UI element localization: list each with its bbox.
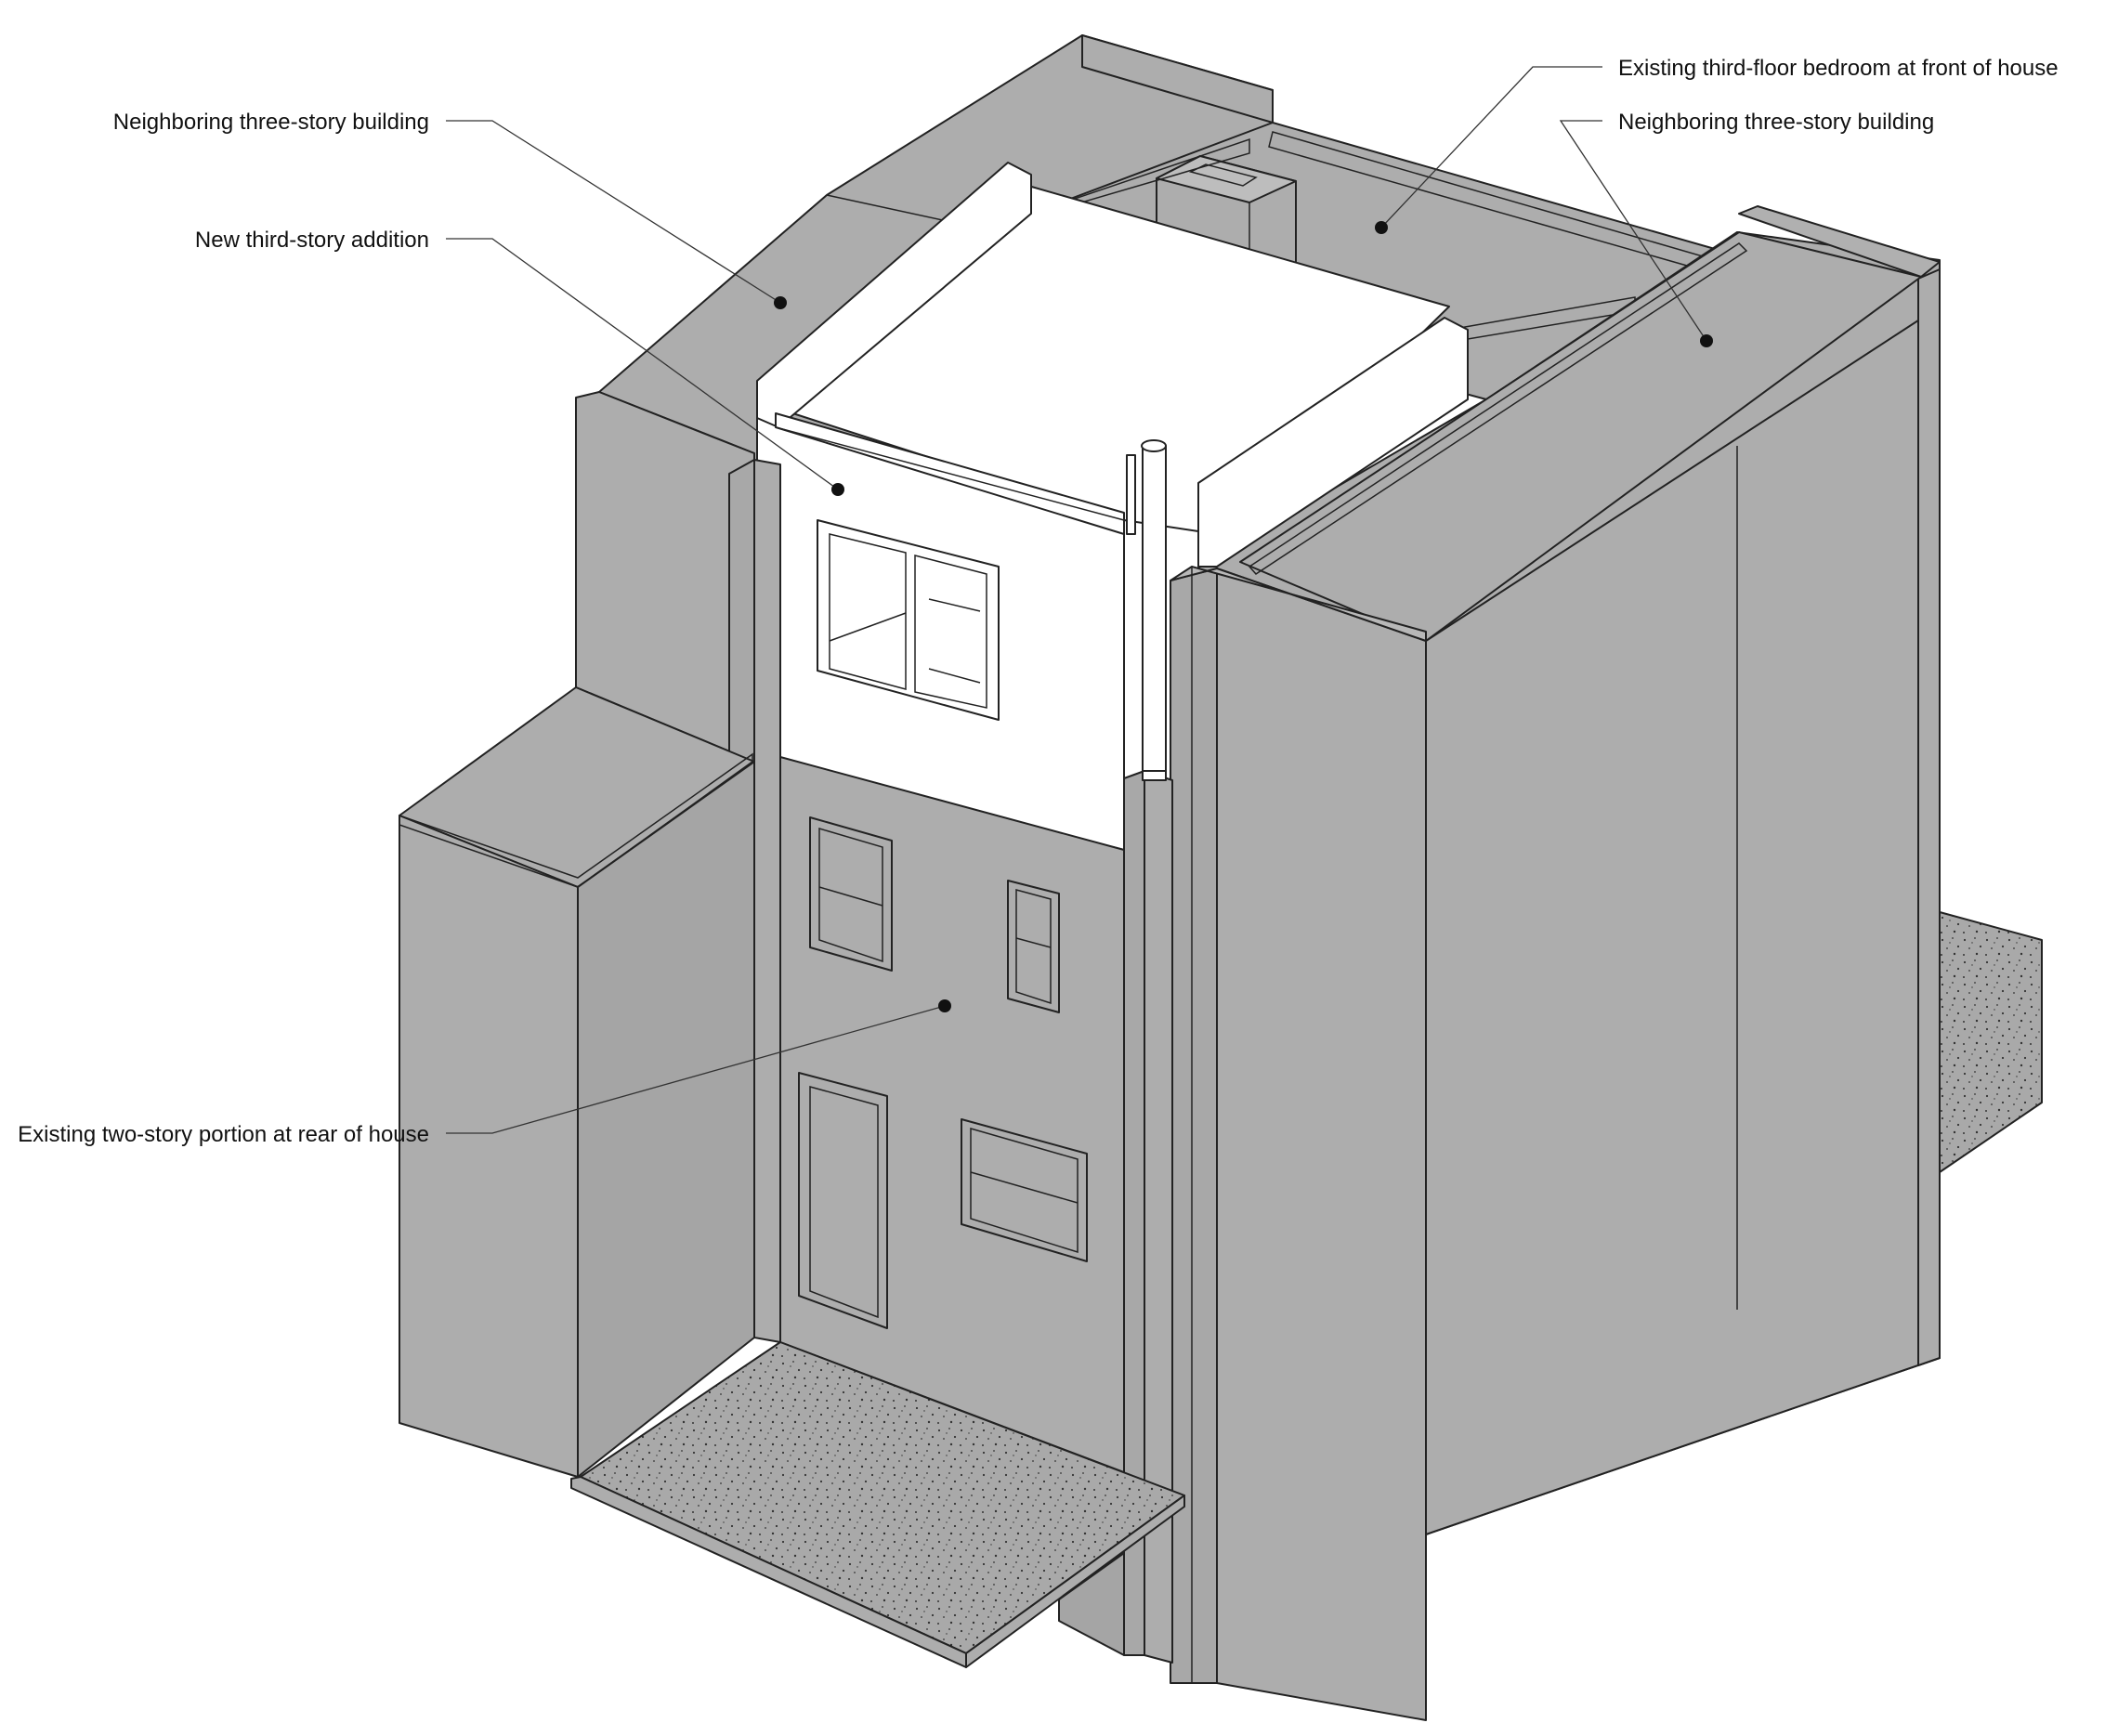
label-neighbor-left: Neighboring three-story building bbox=[113, 110, 429, 135]
rear-yard-paving bbox=[570, 1341, 1185, 1668]
rear-window-upper-right bbox=[1007, 880, 1060, 1013]
label-neighbor-right: Neighboring three-story building bbox=[1618, 110, 1934, 135]
downspout bbox=[1126, 439, 1167, 781]
right-neighbor-building bbox=[1170, 205, 1941, 1721]
rear-window-upper-left bbox=[809, 816, 893, 972]
rear-door bbox=[798, 1072, 888, 1329]
leader-neighbor-left bbox=[446, 120, 787, 309]
side-yard-paving bbox=[1939, 911, 2043, 1173]
leader-new-addition bbox=[446, 238, 844, 496]
label-new-addition: New third-story addition bbox=[195, 228, 429, 253]
rear-window-lower bbox=[961, 1118, 1088, 1262]
left-lower-neighbor bbox=[399, 686, 755, 1478]
label-existing-bedroom: Existing third-floor bedroom at front of… bbox=[1618, 56, 2059, 81]
leader-neighbor-right bbox=[1559, 120, 1713, 347]
leader-existing-bedroom bbox=[1375, 66, 1602, 234]
leader-existing-rear bbox=[446, 999, 951, 1134]
label-existing-rear: Existing two-story portion at rear of ho… bbox=[18, 1122, 429, 1147]
annotations: Neighboring three-story building New thi… bbox=[18, 56, 2058, 1147]
addition-window bbox=[817, 519, 1000, 721]
new-third-story-addition bbox=[756, 162, 1469, 851]
